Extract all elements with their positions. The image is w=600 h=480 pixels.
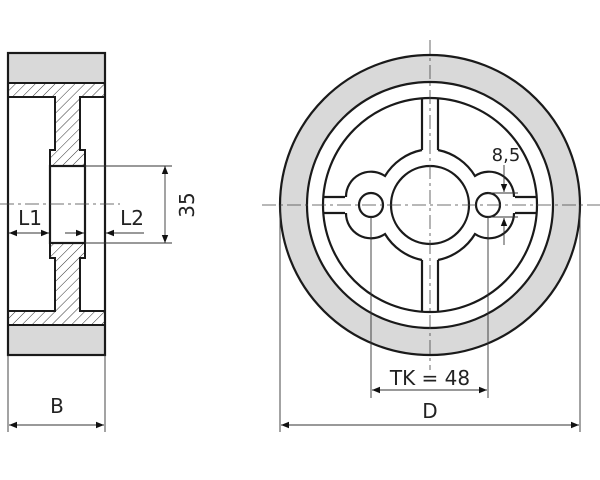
hatched-section-bottom	[7, 242, 106, 326]
l2-label: L2	[120, 206, 144, 230]
bore	[48, 164, 87, 245]
bolt-circle-label: TK = 48	[389, 366, 470, 390]
width-label: B	[50, 394, 64, 418]
front-view: 8,5 TK = 48 D	[262, 40, 600, 432]
tire-bottom	[8, 325, 105, 355]
hub-outline	[344, 148, 516, 262]
section-view: 35 L1 L2 B	[0, 51, 199, 432]
tire-top	[8, 53, 105, 83]
hatched-section-top	[7, 82, 106, 167]
bore-dimension-label: 35	[175, 192, 199, 217]
l1-label: L1	[18, 206, 42, 230]
spokes	[324, 99, 536, 311]
diameter-label: D	[422, 399, 437, 423]
hole-dimension-label: 8,5	[492, 145, 521, 166]
